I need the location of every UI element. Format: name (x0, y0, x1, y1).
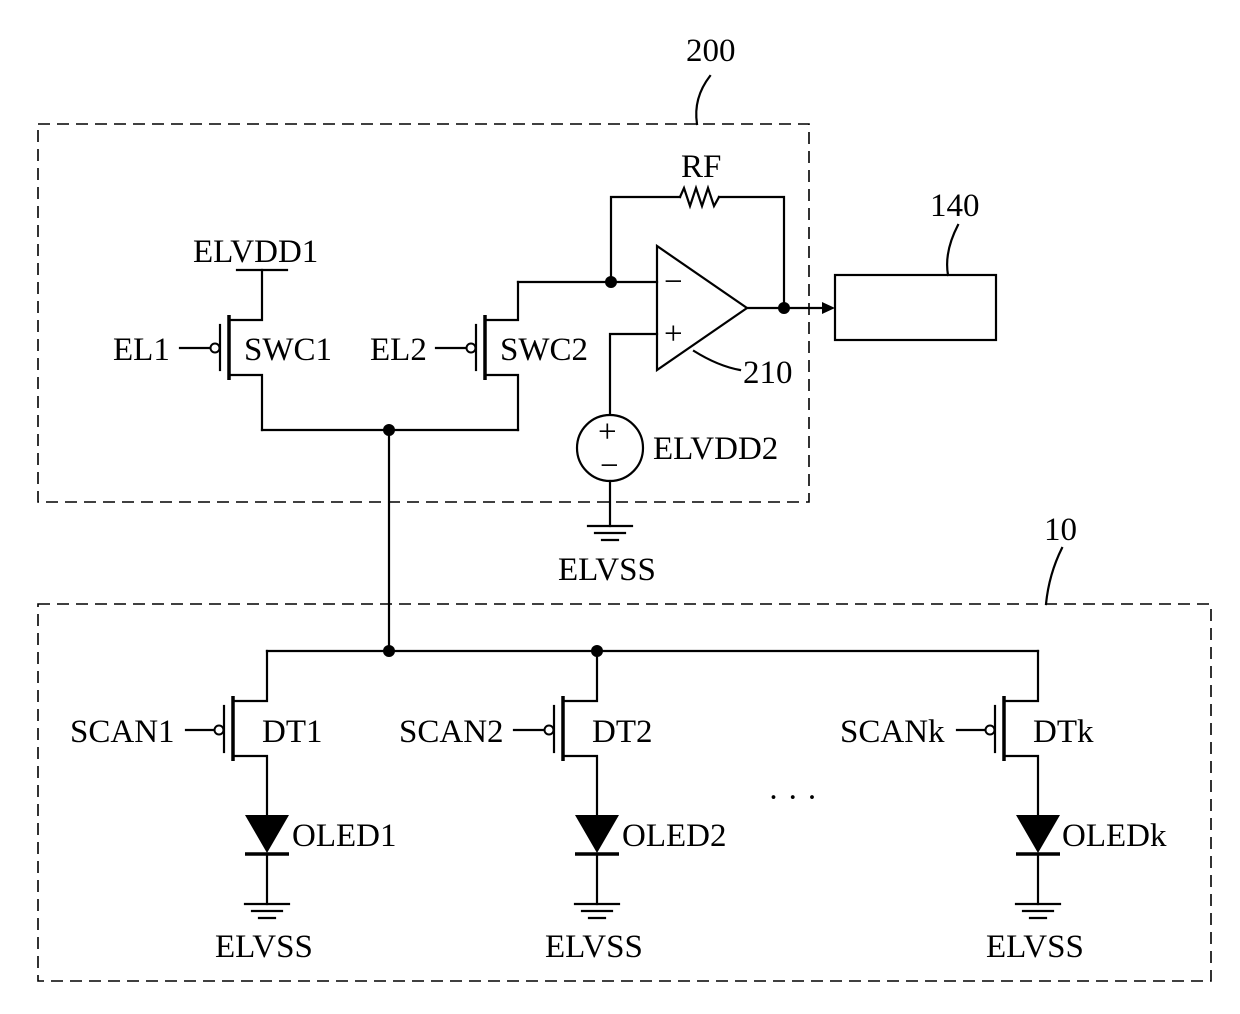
panel-bus-node-1 (383, 645, 395, 657)
oledk-diode (1016, 815, 1060, 853)
ground2-label: ELVSS (545, 929, 643, 965)
dt1-gate-bubble (215, 726, 224, 735)
display-panel-ref: 10 (1044, 512, 1077, 548)
display-panel-boundary (38, 604, 1211, 981)
swc1-gate-bubble (211, 344, 220, 353)
op-amp-plus: + (664, 316, 683, 352)
oledk-label: OLEDk (1062, 818, 1167, 854)
swc2-gate-bubble (467, 344, 476, 353)
output-block-ref: 140 (930, 188, 980, 224)
oled2-diode (575, 815, 619, 853)
pixel-circuit-k: SCANk DTk OLEDk ELVSS (840, 651, 1167, 965)
noninverting-input-wire (610, 334, 657, 416)
feedback-wire (611, 197, 784, 308)
op-amp-ref: 210 (743, 355, 793, 391)
elvdd2-source-minus: − (600, 448, 619, 484)
op-amp-minus: − (664, 264, 683, 300)
display-panel-leader (1046, 548, 1062, 604)
swc2-label: SWC2 (500, 332, 588, 368)
oled1-label: OLED1 (292, 818, 396, 854)
el2-label: EL2 (370, 332, 427, 368)
scan2-label: SCAN2 (399, 714, 504, 750)
el1-label: EL1 (113, 332, 170, 368)
elvdd2-label: ELVDD2 (653, 431, 778, 467)
ground-top-label: ELVSS (558, 552, 656, 588)
swc1-label: SWC1 (244, 332, 332, 368)
ground1-label: ELVSS (215, 929, 313, 965)
pixel-ellipsis: · · · (768, 780, 817, 816)
output-block (835, 275, 996, 340)
oled2-label: OLED2 (622, 818, 726, 854)
dtk-gate-bubble (986, 726, 995, 735)
elvdd2-source-plus: + (598, 414, 617, 450)
output-node (778, 302, 790, 314)
scank-label: SCANk (840, 714, 945, 750)
op-amp-leader (694, 351, 740, 370)
dt2-gate-bubble (545, 726, 554, 735)
pixel-circuit-2: SCAN2 DT2 OLED2 ELVSS (399, 651, 726, 965)
sensing-block-ref: 200 (686, 33, 736, 69)
sensing-block-leader (696, 76, 710, 124)
pixel-circuit-1: SCAN1 DT1 OLED1 ELVSS (70, 651, 396, 965)
scan1-label: SCAN1 (70, 714, 175, 750)
groundk-label: ELVSS (986, 929, 1084, 965)
output-block-leader (947, 225, 958, 275)
feedback-resistor (680, 188, 719, 206)
dt1-label: DT1 (262, 714, 323, 750)
elvdd1-label: ELVDD1 (193, 234, 318, 270)
oled1-diode (245, 815, 289, 853)
output-arrow (822, 302, 835, 314)
feedback-resistor-label: RF (681, 149, 721, 185)
dtk-label: DTk (1033, 714, 1094, 750)
dt2-label: DT2 (592, 714, 653, 750)
